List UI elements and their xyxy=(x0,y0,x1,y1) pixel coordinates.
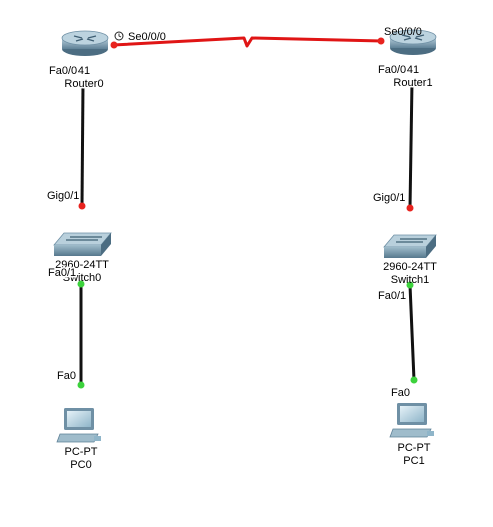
ethernet-link-router1-switch1[interactable] xyxy=(408,81,414,209)
serial-link-router0-router1[interactable] xyxy=(112,36,383,48)
port-dot-router1-fa xyxy=(407,79,415,87)
links xyxy=(79,36,416,385)
router0-serial-port-label: Se0/0/0 xyxy=(128,31,166,43)
pc0-model-label: PC-PT xyxy=(65,446,98,458)
router0-model-label: 41 xyxy=(78,65,90,77)
switch1-gig-port-label: Gig0/1 xyxy=(373,192,405,204)
pc0[interactable]: PC-PT PC0 xyxy=(56,408,101,471)
pc1-model-label: PC-PT xyxy=(398,442,431,454)
switch-icon xyxy=(53,232,112,256)
pc0-name-label: PC0 xyxy=(70,459,91,471)
switch1[interactable]: 2960-24TT Switch1 xyxy=(383,234,437,286)
router-icon xyxy=(389,29,437,55)
router1-serial-port-label: Se0/0/0 xyxy=(384,26,422,38)
router1-name-label: Router1 xyxy=(393,77,432,89)
router-icon xyxy=(61,30,109,56)
pc1[interactable]: PC-PT PC1 xyxy=(389,403,434,467)
port-dot-switch0-gig xyxy=(78,202,86,210)
switch0-name-label: Switch0 xyxy=(63,272,102,284)
ethernet-link-router0-switch0[interactable] xyxy=(80,82,85,207)
pc1-name-label: PC1 xyxy=(403,455,424,467)
router1-fa-port-label: Fa0/0 xyxy=(378,64,406,76)
port-dot-pc0-fa xyxy=(77,381,85,389)
router1[interactable]: 41 Router1 xyxy=(389,29,437,91)
pc1-fa-port-label: Fa0 xyxy=(391,387,410,399)
port-dot-switch0-fa xyxy=(77,280,85,288)
port-dot-router0-serial xyxy=(110,41,118,49)
port-labels: Se0/0/0 Se0/0/0 Fa0/0 Fa0/0 Gig0/1 Gig0/… xyxy=(47,26,422,399)
switch0-model-label: 2960-24TT xyxy=(55,259,109,271)
switch1-name-label: Switch1 xyxy=(391,274,430,286)
switch1-fa-port-label: Fa0/1 xyxy=(378,290,406,302)
switch1-model-label: 2960-24TT xyxy=(383,261,437,273)
router0-name-label: Router0 xyxy=(64,78,103,90)
switch0[interactable]: 2960-24TT Switch0 xyxy=(53,232,112,284)
port-dot-pc1-fa xyxy=(410,376,418,384)
ethernet-link-switch1-pc1[interactable] xyxy=(408,284,416,381)
pc-icon xyxy=(389,403,434,438)
router0[interactable]: 41 Router0 xyxy=(61,30,109,92)
switch-icon xyxy=(383,234,437,258)
port-status-dots xyxy=(77,37,418,389)
port-dot-switch1-fa xyxy=(406,281,414,289)
port-dot-router1-serial xyxy=(377,37,385,45)
pc0-fa-port-label: Fa0 xyxy=(57,370,76,382)
switch0-gig-port-label: Gig0/1 xyxy=(47,190,79,202)
router0-fa-port-label: Fa0/0 xyxy=(49,65,77,77)
port-dot-switch1-gig xyxy=(406,204,414,212)
port-dot-router0-fa xyxy=(79,80,87,88)
pc-icon xyxy=(56,408,101,443)
router1-model-label: 41 xyxy=(407,64,419,76)
clock-icon xyxy=(114,31,124,41)
switch0-fa-port-label: Fa0/1 xyxy=(48,267,76,279)
